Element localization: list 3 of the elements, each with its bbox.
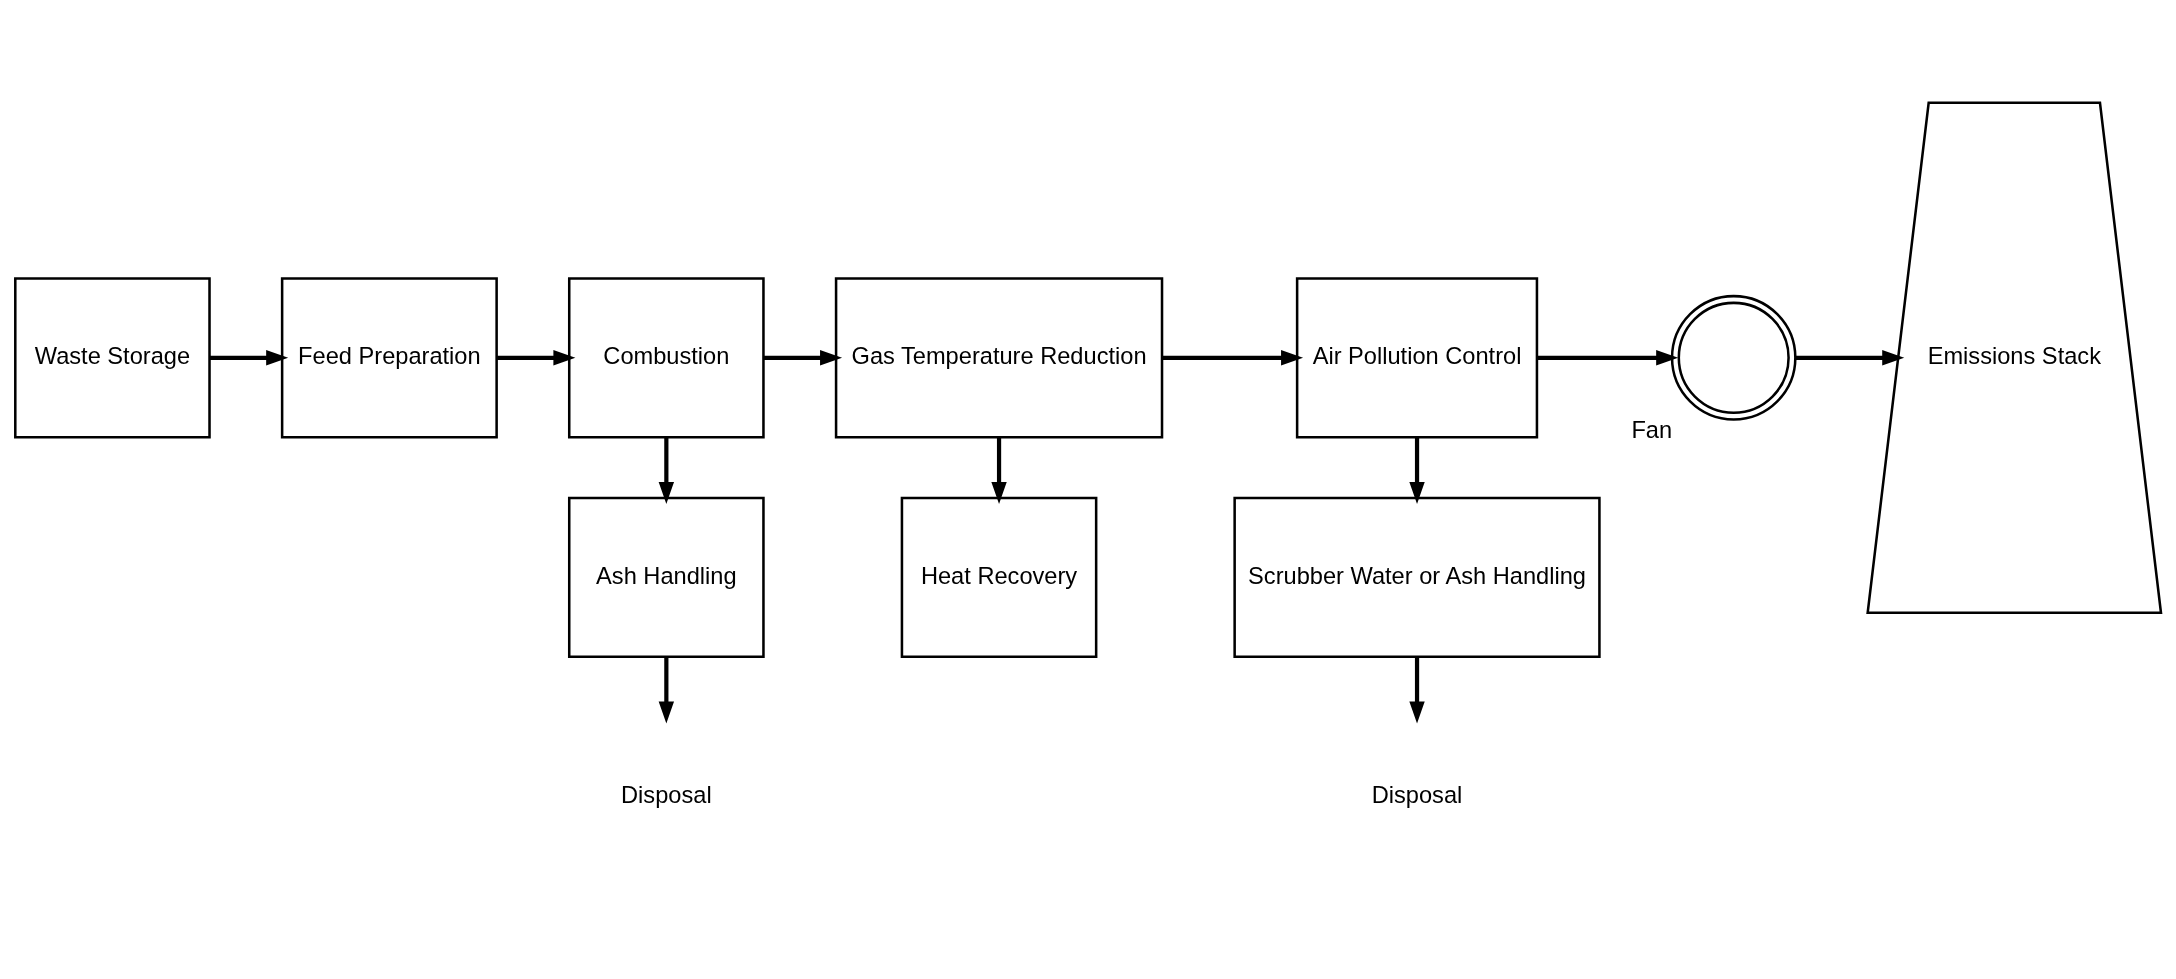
- node-label: Fan: [1631, 417, 1673, 444]
- node-text: Disposal: [621, 782, 712, 809]
- node-text: Disposal: [1371, 782, 1463, 809]
